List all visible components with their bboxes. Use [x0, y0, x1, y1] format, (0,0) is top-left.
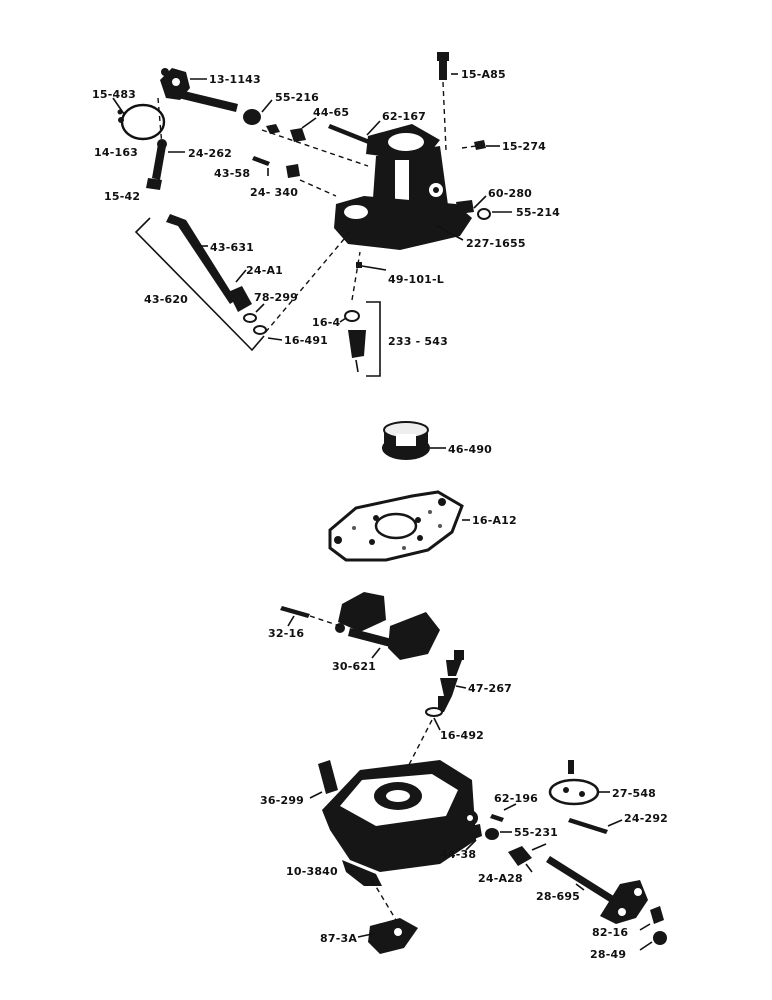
label-87-3a: 87-3A [320, 932, 357, 945]
label-15-42: 15-42 [104, 190, 140, 203]
spring-part [228, 286, 252, 312]
label-24-a1: 24-A1 [246, 264, 283, 277]
needle-valve-part [438, 650, 464, 712]
throttle-shaft-part [160, 68, 238, 112]
label-16-a12: 16-A12 [472, 514, 517, 527]
label-24-a28: 24-A28 [478, 872, 523, 885]
label-55-214: 55-214 [516, 206, 560, 219]
label-47-267: 47-267 [468, 682, 512, 695]
label-43-631: 43-631 [210, 241, 254, 254]
bowl-plug-part [318, 760, 338, 794]
choke-plate-part [548, 760, 600, 806]
label-44-38: 44-38 [440, 848, 476, 861]
label-32-16: 32-16 [268, 627, 304, 640]
label-49-101-l: 49-101-L [388, 273, 444, 286]
label-62-196: 62-196 [494, 792, 538, 805]
label-82-16: 82-16 [592, 926, 628, 939]
venturi-part [382, 421, 430, 460]
valve-bracket-line [366, 301, 381, 377]
float-bowl-part [322, 760, 478, 886]
label-14-163: 14-163 [94, 146, 138, 159]
float-pin-part [280, 606, 310, 618]
label-24-292: 24-292 [624, 812, 668, 825]
label-55-231: 55-231 [514, 826, 558, 839]
label-55-216: 55-216 [275, 91, 319, 104]
fuel-valve-part [348, 330, 366, 358]
label-78-299: 78-299 [254, 291, 298, 304]
bracket-line [134, 217, 265, 352]
label-60-280: 60-280 [488, 187, 532, 200]
label-16-491: 16-491 [284, 334, 328, 347]
bolt-part [474, 140, 486, 150]
pin-part [328, 124, 370, 144]
label-36-299: 36-299 [260, 794, 304, 807]
label-28-49: 28-49 [590, 948, 626, 961]
label-16-492: 16-492 [440, 729, 484, 742]
adjusting-screw-part [146, 139, 167, 190]
label-16-4: 16-4 [312, 316, 340, 329]
float-part [335, 592, 440, 660]
label-15-483: 15-483 [92, 88, 136, 101]
choke-shaft-part [546, 856, 648, 924]
label-227-1655: 227-1655 [466, 237, 526, 250]
label-15-a85: 15-A85 [461, 68, 506, 81]
throttle-body-part [334, 124, 472, 250]
spring-part-2 [508, 846, 532, 866]
gasket-part [328, 490, 464, 562]
label-10-3840: 10-3840 [286, 865, 338, 878]
label-24-262: 24-262 [188, 147, 232, 160]
throttle-plate-part [117, 103, 166, 141]
needle-part [166, 214, 236, 304]
label-13-1143: 13-1143 [209, 73, 261, 86]
label-28-695: 28-695 [536, 890, 580, 903]
top-screw-part [437, 52, 449, 80]
label-233-543: 233 - 543 [388, 335, 448, 348]
label-46-490: 46-490 [448, 443, 492, 456]
label-15-274: 15-274 [502, 140, 546, 153]
label-62-167: 62-167 [382, 110, 426, 123]
label-43-58: 43-58 [214, 167, 250, 180]
plug-part [266, 124, 280, 134]
label-30-621: 30-621 [332, 660, 376, 673]
ball-part [243, 109, 261, 125]
label-27-548: 27-548 [612, 787, 656, 800]
label-44-65: 44-65 [313, 106, 349, 119]
label-43-620: 43-620 [144, 293, 188, 306]
drain-plug-part [368, 918, 418, 954]
label-24-340: 24- 340 [250, 186, 298, 199]
